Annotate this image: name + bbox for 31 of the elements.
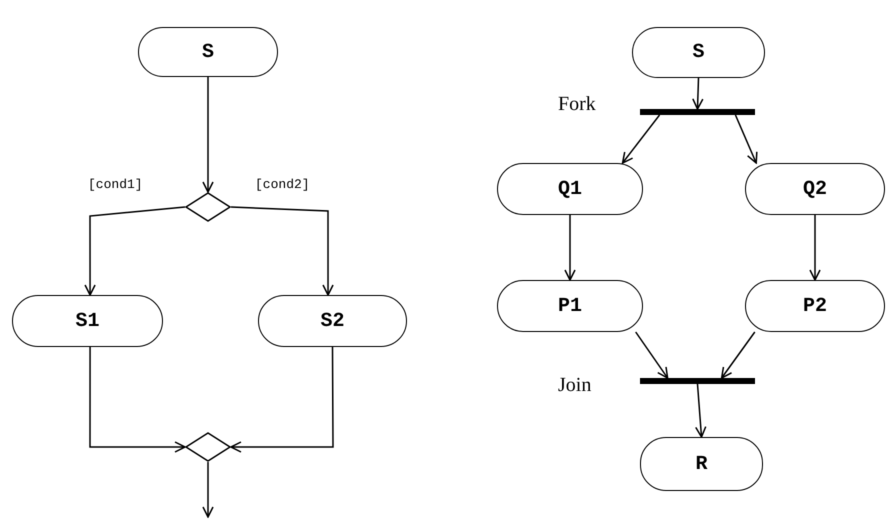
arrow <box>695 384 706 438</box>
bar-label: Fork <box>558 94 596 114</box>
arrow <box>635 332 668 379</box>
activity-box: Q1 <box>497 163 643 215</box>
activity-box: S <box>632 27 765 78</box>
activity-box: S1 <box>12 295 163 347</box>
arrow <box>84 206 186 296</box>
activity-box: Q2 <box>745 163 885 215</box>
activity-box: S <box>138 27 278 77</box>
decision-diamond <box>185 192 231 222</box>
activity-box: P2 <box>745 280 885 332</box>
arrow <box>734 114 758 164</box>
arrow <box>202 77 214 193</box>
arrow <box>809 215 821 281</box>
arrow <box>89 347 186 453</box>
arrow <box>692 78 704 110</box>
activity-box: S2 <box>258 295 407 347</box>
arrow <box>230 347 334 453</box>
decision-diamond <box>185 432 231 462</box>
bar-label: Join <box>558 375 592 395</box>
edge-label: [cond1] <box>88 178 143 191</box>
activity-box: P1 <box>497 280 643 332</box>
arrow <box>230 206 334 296</box>
arrow <box>564 215 576 281</box>
arrow <box>720 332 756 379</box>
sync-bar <box>640 109 755 115</box>
arrow <box>622 114 660 164</box>
sync-bar <box>640 378 755 384</box>
arrow <box>202 462 214 518</box>
activity-box: R <box>640 437 763 491</box>
edge-label: [cond2] <box>255 178 310 191</box>
